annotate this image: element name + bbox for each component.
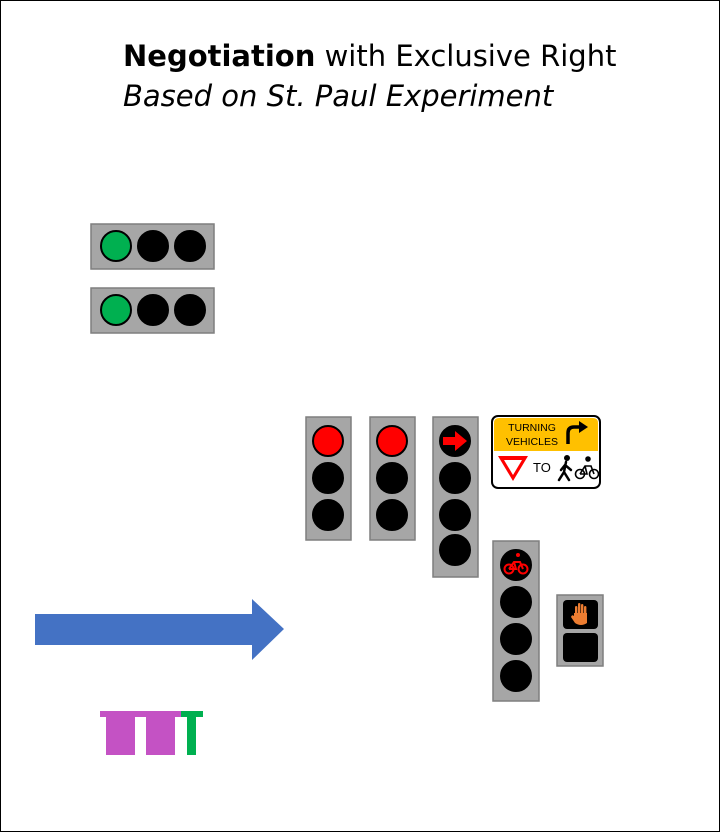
green-marker — [181, 711, 203, 755]
pedestrian-icon — [557, 455, 573, 482]
slide-subtitle: Based on St. Paul Experiment — [123, 79, 554, 113]
off-lamp — [376, 462, 408, 494]
horizontal-signal-top — [90, 223, 215, 270]
title-bold: Negotiation — [123, 39, 316, 73]
green-lamp — [100, 294, 132, 326]
sign-line-1: TURNING — [508, 422, 556, 434]
red-right-arrow-icon — [443, 431, 467, 451]
pedestrian-signal — [556, 594, 604, 667]
turning-vehicles-yield-sign: TURNING VEHICLES TO — [491, 415, 601, 489]
off-lamp — [500, 660, 532, 692]
sign-to: TO — [533, 460, 551, 475]
vertical-signal-3 — [432, 416, 479, 578]
direction-arrow-icon — [35, 599, 284, 660]
red-bicycle-icon — [503, 561, 529, 575]
red-lamp — [312, 425, 344, 457]
green-lamp — [100, 230, 132, 262]
sign-line-2: VEHICLES — [506, 436, 558, 448]
bicycle-icon — [574, 456, 600, 480]
off-lamp — [174, 230, 206, 262]
lane-markers — [100, 711, 203, 755]
right-turn-arrow-icon — [566, 425, 580, 444]
dont-walk-hand-icon — [571, 603, 587, 625]
magenta-marker — [140, 711, 181, 755]
vertical-signal-2 — [369, 416, 416, 541]
off-lamp — [439, 499, 471, 531]
off-lamp — [312, 462, 344, 494]
off-lamp — [500, 586, 532, 618]
slide-title: Negotiation with Exclusive Right — [123, 36, 713, 76]
off-lamp — [500, 623, 532, 655]
horizontal-signal-bottom — [90, 287, 215, 334]
off-lamp — [439, 534, 471, 566]
off-lamp — [312, 499, 344, 531]
bike-signal — [492, 540, 540, 702]
off-lamp — [376, 499, 408, 531]
title-rest: with Exclusive Right — [315, 39, 617, 73]
magenta-marker — [100, 711, 141, 755]
off-lamp — [137, 294, 169, 326]
vertical-signal-1 — [305, 416, 352, 541]
off-lamp — [174, 294, 206, 326]
red-lamp — [376, 425, 408, 457]
off-lamp — [439, 462, 471, 494]
off-lamp — [137, 230, 169, 262]
